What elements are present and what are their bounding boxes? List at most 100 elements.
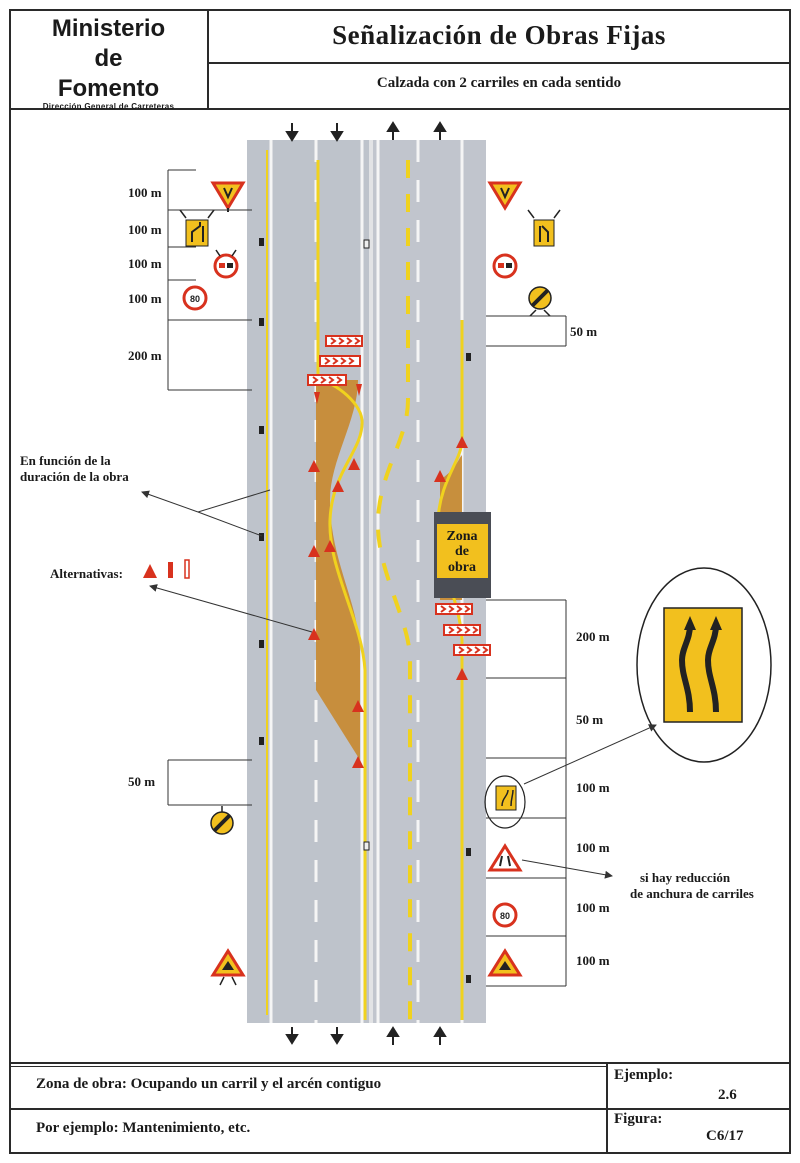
roadworks-warning-sign-icon (487, 181, 523, 211)
direction-arrows (285, 121, 447, 1045)
work-zone: Zona de obra (434, 512, 491, 598)
delineator (466, 975, 471, 983)
zone-description: Zona de obra: Ocupando un carril y el ar… (36, 1076, 382, 1092)
cone-icon (356, 384, 362, 396)
figure-number: C6/17 (706, 1128, 744, 1144)
example-number: 2.6 (718, 1087, 737, 1103)
arrow-up-icon (386, 1026, 400, 1045)
median-strip (369, 140, 373, 1023)
cone-icon (456, 668, 468, 680)
right-distance-2: 50 m (576, 712, 603, 727)
width-note-pointer (521, 859, 613, 879)
page-title: Señalización de Obras Fijas (332, 20, 666, 50)
delineator (259, 238, 264, 246)
lane-reduction-sign-icon (484, 775, 526, 829)
barrier-panel (435, 603, 473, 615)
barrier-panel (325, 335, 363, 347)
duration-pointer (141, 490, 199, 513)
ministry-name-2: de (94, 45, 123, 72)
delineator (466, 848, 471, 856)
left-distance-3: 100 m (128, 256, 162, 271)
footer-top-rule (11, 1062, 789, 1064)
arrow-up-icon (433, 121, 447, 140)
bollard-icon (168, 562, 173, 578)
left-distance-6: 50 m (128, 774, 155, 789)
left-distance-guides (167, 169, 252, 806)
right-distance-5: 100 m (576, 900, 610, 915)
roadworks-warning-sign-icon (487, 948, 523, 977)
alternatives-note: Alternativas: (50, 566, 123, 581)
work-zone-line3: obra (448, 560, 476, 575)
arrow-down-icon (285, 123, 299, 142)
footer-inner-rule (11, 1066, 607, 1067)
cone-icon (332, 480, 344, 492)
right-distance-6: 100 m (576, 953, 610, 968)
subtitle-rule (208, 62, 789, 64)
width-note-line1: si hay reducción (640, 870, 731, 885)
speed-limit-sign-icon: 80 (182, 285, 208, 311)
cone-icon (314, 392, 320, 404)
delineator (466, 353, 471, 361)
work-zone-line2: de (455, 544, 469, 559)
duration-note-line2: duración de la obra (20, 469, 129, 484)
roadworks-warning-sign-icon (210, 948, 246, 986)
ministry-name-3: Fomento (57, 75, 160, 102)
alternatives-pointer (149, 584, 313, 633)
delineator (259, 318, 264, 326)
roadworks-warning-sign-icon (210, 181, 246, 212)
right-signs: 80 (484, 181, 561, 977)
cone-icon (308, 460, 320, 472)
post-icon (184, 559, 190, 579)
cone-icon (324, 540, 336, 552)
speed-limit-value-bottom: 80 (500, 911, 510, 921)
example-label: Ejemplo: (614, 1067, 674, 1083)
left-distance-5: 200 m (128, 348, 162, 363)
no-overtaking-sign-icon (492, 253, 518, 279)
end-of-restriction-sign-icon (210, 806, 234, 835)
chevron-barriers (307, 335, 491, 656)
left-distance-4: 100 m (128, 291, 162, 306)
narrowing-warning-sign-icon (487, 843, 523, 872)
right-distance-3: 100 m (576, 780, 610, 795)
delineator (259, 426, 264, 434)
duration-leader-2 (197, 511, 263, 537)
lane-deviation-sign-icon (527, 209, 561, 247)
header-divider (207, 11, 209, 108)
footer-middle-rule (11, 1108, 789, 1110)
end-of-restriction-sign-icon (528, 286, 552, 317)
footer-divider (606, 1063, 608, 1153)
callout-pointer (523, 724, 657, 785)
example-description: Por ejemplo: Mantenimiento, etc. (36, 1120, 251, 1136)
barrier-panel (443, 624, 481, 636)
left-distance-1: 100 m (128, 185, 162, 200)
cone-icon (348, 458, 360, 470)
right-distance-guides (486, 315, 567, 987)
arrow-up-icon (386, 121, 400, 140)
page-subtitle: Calzada con 2 carriles en cada sentido (376, 75, 622, 91)
no-overtaking-sign-icon (213, 249, 239, 279)
right-distance-top-1: 50 m (570, 324, 597, 339)
traffic-cones (308, 384, 468, 768)
temporary-yellow-edge-left (316, 160, 367, 1020)
ministry-department: Dirección General de Carreteras (42, 102, 175, 111)
lane-deviation-sign-icon (179, 209, 215, 247)
work-zone-label-bg (437, 524, 488, 578)
figure-label: Figura: (614, 1111, 663, 1127)
cone-icon (143, 564, 157, 578)
speed-limit-value-top: 80 (190, 294, 200, 304)
delineators (259, 238, 471, 983)
delineator (259, 533, 264, 541)
temporary-yellow-dashed (375, 160, 412, 1020)
cone-icon (352, 756, 364, 768)
work-zone-line1: Zona (446, 529, 477, 544)
arrow-down-icon (330, 1027, 344, 1045)
cone-icon (308, 628, 320, 640)
cone-icon (434, 470, 446, 482)
barrier-panel (307, 374, 347, 386)
arrow-down-icon (285, 1027, 299, 1045)
arrow-up-icon (433, 1026, 447, 1045)
duration-note-line1: En función de la (20, 453, 111, 468)
page-frame (9, 9, 791, 1154)
cone-icon (308, 545, 320, 557)
